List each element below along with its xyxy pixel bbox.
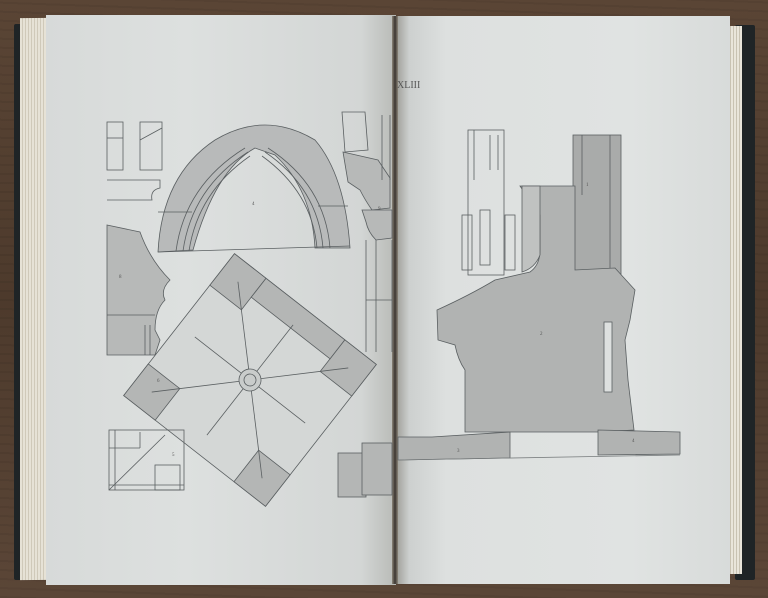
page-edges-right [728, 26, 742, 574]
rib-vault-plan-rotated [123, 253, 377, 507]
svg-text:2: 2 [540, 332, 543, 337]
svg-text:3: 3 [457, 449, 460, 454]
plate-number: XLIII [397, 80, 421, 91]
fig-label-4: 4 [252, 202, 255, 207]
svg-text:4: 4 [632, 439, 635, 444]
pier-base-section [337, 442, 393, 498]
svg-text:1: 1 [586, 183, 589, 188]
moulding-profile-left [106, 121, 171, 356]
pointed-arch-elevation [157, 124, 351, 253]
svg-text:5: 5 [172, 453, 175, 458]
svg-text:9: 9 [378, 207, 381, 212]
book-gutter [392, 16, 398, 584]
svg-text:6: 6 [157, 379, 160, 384]
svg-text:8: 8 [119, 275, 122, 280]
square-diagram [108, 429, 185, 491]
upper-pinnacle-detail [461, 129, 622, 286]
pier-elevation-section [397, 185, 681, 461]
moulding-profile-right [341, 111, 393, 352]
